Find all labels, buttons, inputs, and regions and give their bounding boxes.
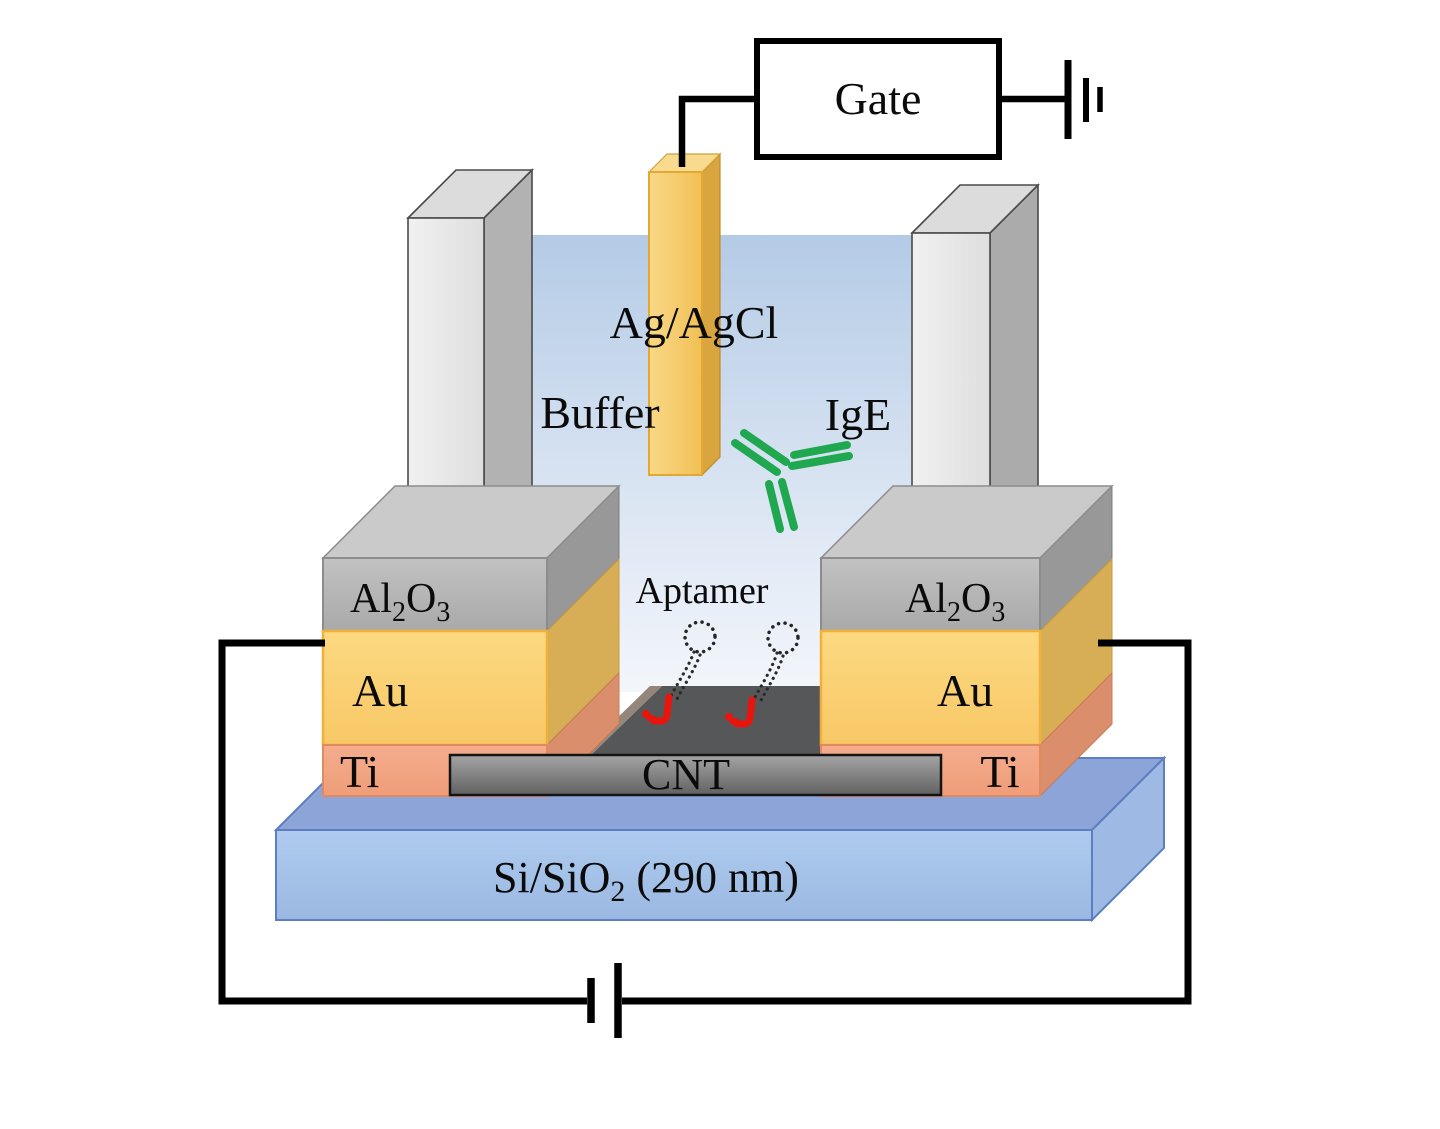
anchor-dot xyxy=(642,710,650,718)
gate-electrode-wire xyxy=(678,95,757,167)
left-contact-stack: Al2O3 Au Ti xyxy=(321,484,621,798)
aptamer-molecule xyxy=(642,620,717,725)
cnt-channel-bar xyxy=(448,753,943,797)
ige-antibody xyxy=(731,429,853,533)
aptamer-stem xyxy=(674,653,702,703)
titanium-label: Ti xyxy=(340,746,379,797)
reference-electrode xyxy=(647,152,722,477)
aptamer-stem xyxy=(751,651,779,703)
ground-symbol xyxy=(1064,60,1103,139)
antibody-stem xyxy=(778,478,798,531)
battery-symbol xyxy=(587,963,622,1038)
antibody-arm xyxy=(740,429,790,466)
drain-circuit-wire xyxy=(622,639,1192,1005)
anchor-linker xyxy=(729,696,756,728)
gold-label: Au xyxy=(937,665,993,716)
aptamer-stem xyxy=(757,654,785,706)
anchor-linker xyxy=(646,693,673,725)
aptamer-loop xyxy=(766,621,800,655)
antibody-arm xyxy=(788,452,853,470)
antibody-stem xyxy=(765,480,784,533)
antibody-arm xyxy=(790,441,851,459)
source-circuit-wire xyxy=(218,639,587,1005)
antibody-arm xyxy=(731,439,781,476)
substrate-label: Si/SiO2 (290 nm) xyxy=(493,853,799,908)
right-contact-stack: Al2O3 Au Ti xyxy=(819,484,1114,798)
cnt-label: CNT xyxy=(642,750,730,799)
anchor-dot xyxy=(725,713,733,721)
ige-label: IgE xyxy=(825,389,891,440)
aptamer-stem xyxy=(668,650,696,700)
alumina-front-face xyxy=(820,557,1041,632)
alumina-label: Al2O3 xyxy=(350,576,450,628)
aptamer-molecule xyxy=(725,621,800,728)
electrode-front-face xyxy=(648,171,703,476)
electrode-label: Ag/AgCl xyxy=(610,297,779,348)
gold-front-face xyxy=(819,629,1042,747)
substrate-front-face xyxy=(275,829,1093,921)
buffer-label: Buffer xyxy=(540,387,659,438)
gate-box: Gate xyxy=(754,38,1002,160)
gate-box-outline xyxy=(754,38,1002,160)
aptamer-label: Aptamer xyxy=(636,570,769,612)
gold-front-face xyxy=(321,629,549,747)
gate-label: Gate xyxy=(835,73,922,124)
gold-label: Au xyxy=(352,665,408,716)
alumina-label: Al2O3 xyxy=(905,576,1005,628)
aptamer-loop xyxy=(683,620,717,654)
anchor-dot xyxy=(650,717,658,725)
anchor-dot xyxy=(733,720,741,728)
aptamer-platform xyxy=(590,686,832,756)
titanium-label: Ti xyxy=(980,746,1019,797)
